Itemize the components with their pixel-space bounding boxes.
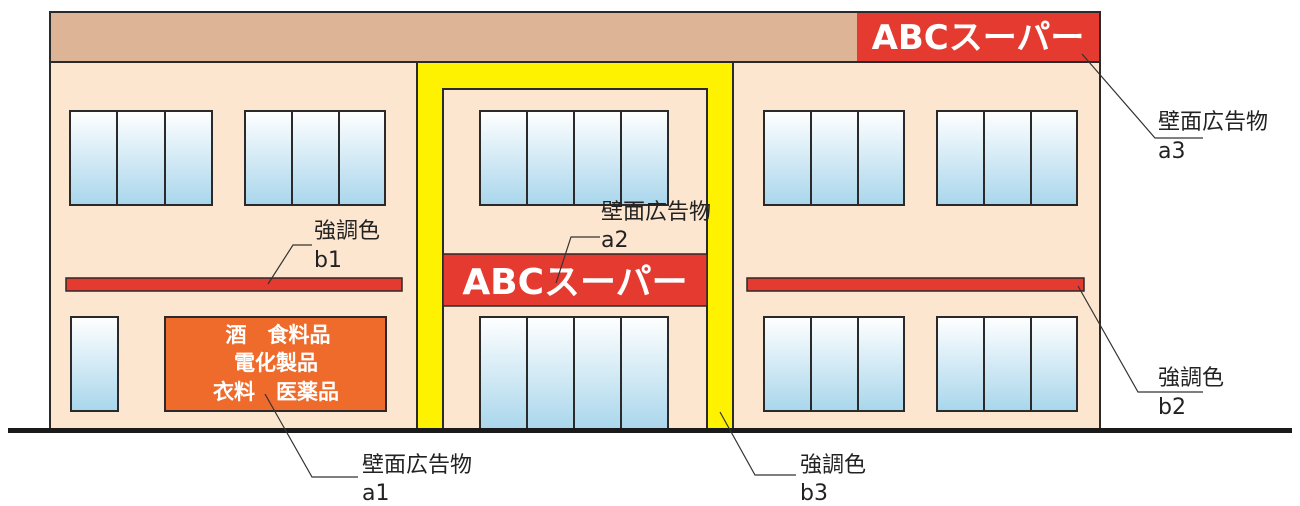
wall-sign-a3 [857, 13, 1099, 61]
upper-windows [69, 110, 1078, 206]
wall-sign-a2 [442, 253, 708, 307]
leader-a2 [555, 236, 600, 284]
callout-a2-title: 壁面広告物 [601, 200, 711, 225]
callout-b1-code: b1 [314, 248, 342, 273]
accent-stripe-b1 [65, 277, 403, 292]
callout-a2-code: a2 [601, 228, 628, 253]
callout-b3-code: b3 [800, 481, 828, 506]
callout-a1-title: 壁面広告物 [362, 453, 472, 478]
goods-line-1: 酒 食料品 [226, 323, 331, 347]
ground-line [8, 428, 1292, 433]
wall-sign-a1 [164, 316, 387, 412]
goods-line-2: 電化製品 [234, 351, 318, 375]
leader-b2 [1077, 285, 1203, 393]
callout-b2-title: 強調色 [1158, 366, 1224, 391]
window [763, 110, 905, 206]
window [69, 110, 213, 206]
leader-b3 [719, 411, 796, 476]
callout-b2-code: b2 [1158, 395, 1186, 420]
window [70, 316, 119, 412]
callout-a3-code: a3 [1158, 139, 1185, 164]
window [763, 316, 905, 412]
leader-a1 [264, 393, 358, 478]
callout-b1-title: 強調色 [314, 219, 380, 244]
callout-b3-title: 強調色 [800, 453, 866, 478]
callout-a3-title: 壁面広告物 [1158, 110, 1268, 135]
accent-stripe-b2 [746, 277, 1085, 292]
window [936, 316, 1078, 412]
wall-sign-a3-text: ABCスーパー [872, 18, 1085, 58]
callout-a1-code: a1 [362, 481, 389, 506]
wall-sign-a2-text: ABCスーパー [462, 262, 687, 303]
window [244, 110, 386, 206]
lower-windows [70, 316, 1078, 431]
window [936, 110, 1078, 206]
goods-line-3: 衣料 医薬品 [213, 380, 339, 404]
leader-lines [264, 53, 1203, 478]
leader-a3 [1081, 53, 1203, 139]
leader-b1 [267, 244, 312, 285]
